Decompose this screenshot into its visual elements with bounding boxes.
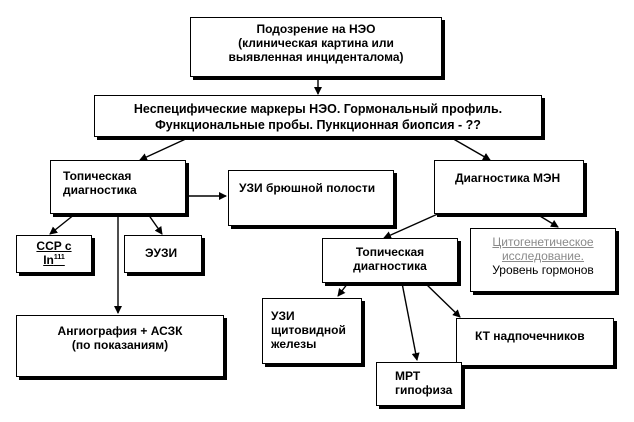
- node-suspicion-line2: (клиническая картина или: [238, 36, 394, 50]
- arrow-topical-right-to-thyroid: [337, 282, 349, 297]
- node-angiography: Ангиография + АСЗК (по показаниям): [16, 315, 224, 377]
- node-ssr-superscript: 111: [53, 254, 65, 261]
- node-cytogenetic-line1: Цитогенетическое: [492, 235, 594, 249]
- node-suspicion-line1: Подозрение на НЭО: [256, 22, 376, 36]
- node-mrt-pituitary-line2: гипофиза: [395, 383, 453, 397]
- node-ssr-line2-base: In: [43, 253, 54, 267]
- node-cytogenetic-line2: исследование.: [501, 249, 585, 263]
- node-uzi-thyroid-line1: УЗИ щитовидной: [271, 309, 346, 337]
- node-mrt-pituitary: МРТ гипофиза: [376, 362, 462, 406]
- node-ssr-line2: In111: [17, 253, 91, 267]
- node-angiography-line1: Ангиография + АСЗК: [57, 324, 183, 338]
- arrow-men-to-cytogenetic: [534, 212, 559, 228]
- node-topical-left-line2: диагностика: [63, 183, 137, 197]
- node-topical-right-line1: Топическая: [355, 245, 425, 259]
- arrow-topical-right-to-mrt: [401, 282, 420, 361]
- node-suspicion-line3: выявленная инциденталома): [228, 50, 404, 64]
- node-ssr: CCP с In111: [16, 235, 92, 273]
- node-cytogenetic: Цитогенетическое исследование. Уровень г…: [470, 228, 616, 292]
- node-uzi-thyroid: УЗИ щитовидной железы: [262, 298, 362, 364]
- node-uzi-abdomen-text: УЗИ брюшной полости: [239, 181, 376, 195]
- node-cytogenetic-line3: Уровень гормонов: [492, 263, 594, 277]
- node-euzi: ЭУЗИ: [124, 235, 202, 273]
- node-ssr-line1: CCP с: [36, 239, 72, 253]
- arrow-markers-to-men: [449, 136, 491, 161]
- node-markers-line1: Неспецифические маркеры НЭО. Гормональны…: [133, 102, 503, 116]
- node-kt-adrenal: КТ надпочечников: [456, 318, 614, 366]
- node-euzi-text: ЭУЗИ: [145, 246, 178, 260]
- node-topical-right: Топическая диагностика: [322, 238, 458, 283]
- arrow-topical-to-euzi: [147, 213, 163, 235]
- node-topical-right-line2: диагностика: [353, 259, 427, 273]
- node-uzi-thyroid-line2: железы: [271, 337, 317, 351]
- node-markers-line2: Функциональные пробы. Пункционная биопси…: [155, 118, 481, 132]
- node-kt-adrenal-text: КТ надпочечников: [475, 329, 585, 343]
- arrow-topical-to-ssr: [49, 213, 76, 235]
- node-topical-left-line1: Топическая: [63, 169, 132, 183]
- arrow-topical-right-to-kt: [424, 282, 461, 318]
- node-uzi-abdomen: УЗИ брюшной полости: [228, 170, 394, 226]
- node-mrt-pituitary-line1: МРТ: [395, 369, 421, 383]
- node-topical-left: Топическая диагностика: [50, 160, 186, 214]
- node-markers: Неспецифические маркеры НЭО. Гормональны…: [94, 95, 542, 137]
- node-men-diagnostics-text: Диагностика МЭН: [455, 171, 561, 185]
- node-angiography-line2: (по показаниям): [71, 338, 169, 352]
- node-men-diagnostics: Диагностика МЭН: [434, 160, 584, 214]
- node-suspicion: Подозрение на НЭО (клиническая картина и…: [190, 17, 442, 77]
- arrow-markers-to-topical-left: [139, 136, 191, 161]
